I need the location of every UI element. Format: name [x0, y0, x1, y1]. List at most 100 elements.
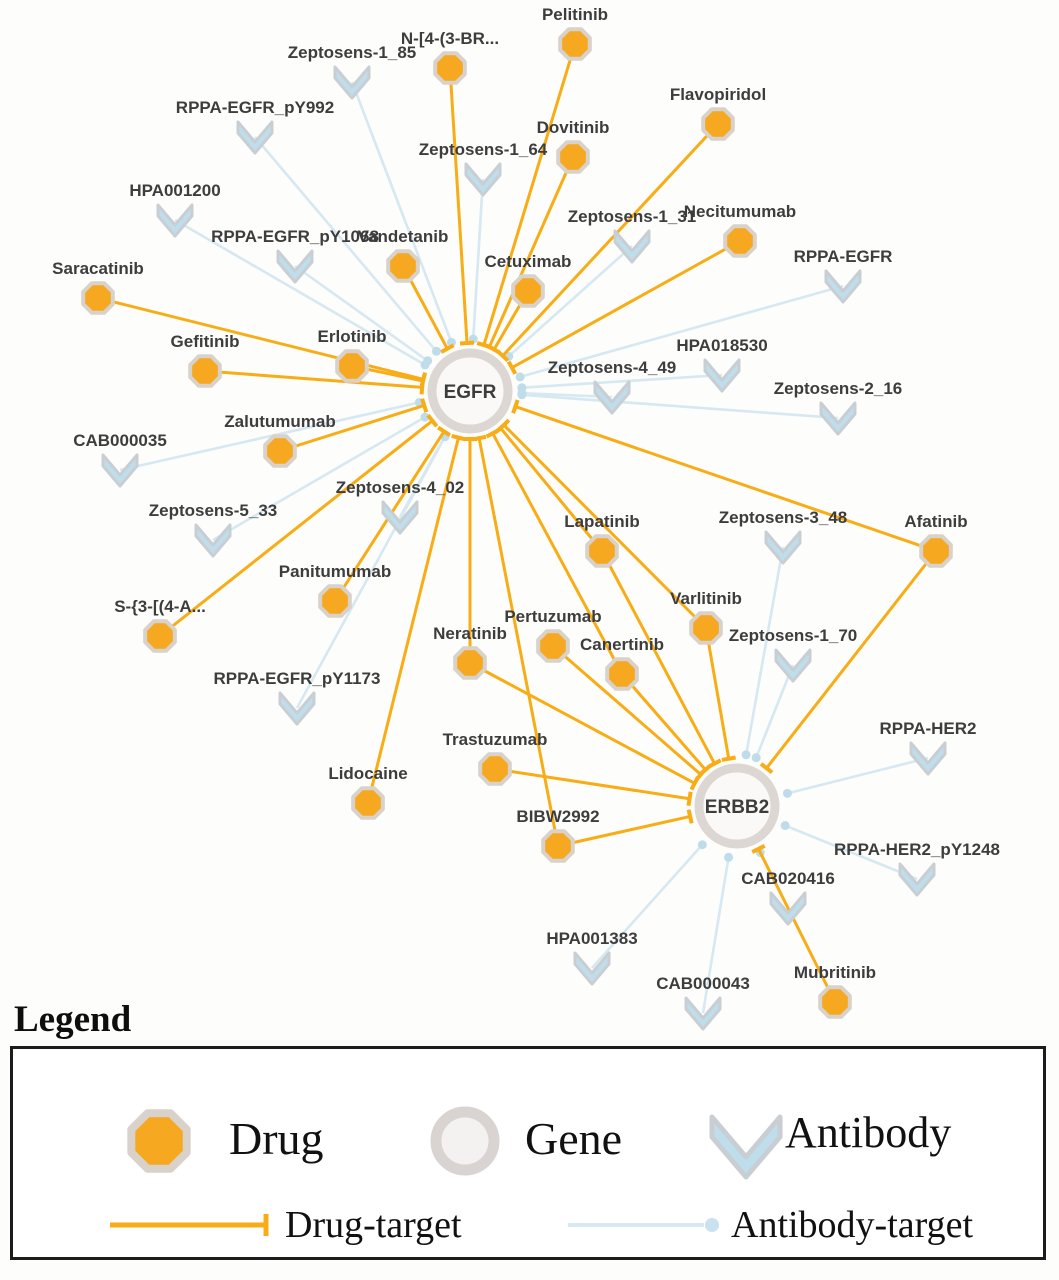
drug-target-line-icon	[110, 1214, 269, 1236]
antibody-target-edge-cab000043	[701, 857, 730, 1014]
drug-node-cetuximab[interactable]	[511, 274, 545, 308]
drug-label-lapatinib: Lapatinib	[564, 512, 640, 531]
antibody-label-zeptosens-4-49: Zeptosens-4_49	[548, 358, 677, 377]
antibody-edge-dot	[423, 356, 433, 366]
drug-node-canertinib[interactable]	[605, 657, 639, 691]
antibody-node-rppa-egfr-py1173[interactable]	[278, 691, 316, 726]
antibody-node-hpa001383[interactable]	[573, 951, 611, 986]
antibody-edge-dot	[780, 821, 790, 831]
antibody-label-rppa-egfr: RPPA-EGFR	[794, 247, 893, 266]
drug-node-flavopiridol[interactable]	[701, 107, 735, 141]
antibody-node-rppa-her2[interactable]	[909, 741, 947, 776]
antibody-label-zeptosens-1-64: Zeptosens-1_64	[419, 140, 548, 159]
drug-edge-tee	[451, 433, 466, 442]
drug-node-gefitinib[interactable]	[188, 354, 222, 388]
antibody-label-cab020416: CAB020416	[741, 869, 835, 888]
drug-edge-tee	[440, 343, 455, 354]
antibody-node-zeptosens-2-16[interactable]	[819, 401, 857, 436]
drug-label-lidocaine: Lidocaine	[328, 764, 407, 783]
antibody-node-zeptosens-4-02[interactable]	[381, 500, 419, 535]
drug-node-vandetanib[interactable]	[386, 249, 420, 283]
antibody-label-cab000035: CAB000035	[73, 431, 167, 450]
drug-node-s-3-4-a[interactable]	[143, 619, 177, 653]
antibody-node-zeptosens-5-33[interactable]	[194, 523, 232, 558]
drug-label-neratinib: Neratinib	[433, 624, 507, 643]
antibody-node-rppa-egfr-py992[interactable]	[236, 120, 274, 155]
drug-edge-tee	[459, 340, 475, 346]
drug-target-edge-lidocaine	[366, 437, 460, 804]
antibody-node-cab000035[interactable]	[101, 453, 139, 488]
antibody-node-rppa-egfr[interactable]	[824, 269, 862, 304]
antibody-node-cab000043[interactable]	[684, 996, 722, 1031]
drug-label-flavopiridol: Flavopiridol	[670, 85, 766, 104]
drug-label-pertuzumab: Pertuzumab	[504, 607, 601, 626]
antibody-node-hpa018530[interactable]	[703, 358, 741, 393]
antibody-target-edge-zeptosens-1-70	[754, 664, 795, 759]
drug-node-panitumumab[interactable]	[318, 584, 352, 618]
antibody-label-zeptosens-1-31: Zeptosens-1_31	[568, 207, 697, 226]
drug-node-n-4-3-br[interactable]	[433, 51, 467, 85]
drug-node-trastuzumab[interactable]	[478, 752, 512, 786]
legend-label-drug-target: Drug-target	[285, 1204, 462, 1246]
legend-label-gene: Gene	[525, 1113, 623, 1164]
drug-target-edge-zalutumumab	[279, 404, 425, 453]
antibody-label-hpa018530: HPA018530	[676, 336, 767, 355]
drug-node-lidocaine[interactable]	[351, 786, 385, 820]
drug-node-dovitinib[interactable]	[556, 140, 590, 174]
antibody-node-zeptosens-1-85[interactable]	[333, 65, 371, 100]
drug-edge-tee	[511, 399, 520, 414]
drug-node-erlotinib[interactable]	[335, 349, 369, 383]
drug-node-zalutumumab[interactable]	[263, 434, 297, 468]
drug-node-saracatinib[interactable]	[81, 281, 115, 315]
antibody-target-edge-rppa-egfr-py1173	[295, 436, 447, 709]
antibody-node-zeptosens-1-31[interactable]	[613, 229, 651, 264]
antibody-node-zeptosens-4-49[interactable]	[593, 380, 631, 415]
antibody-node-hpa001200[interactable]	[156, 203, 194, 238]
antibody-node-zeptosens-3-48[interactable]	[764, 530, 802, 565]
drug-label-s-3-4-a: S-{3-[(4-A...	[114, 597, 206, 616]
antibody-node-cab020416[interactable]	[769, 891, 807, 926]
drug-target-edge-dovitinib	[487, 156, 575, 348]
drug-node-pelitinib[interactable]	[558, 27, 592, 61]
antibody-target-edge-rppa-her2-py1248	[784, 824, 918, 881]
antibody-node-zeptosens-1-64[interactable]	[464, 162, 502, 197]
gene-node-erbb2[interactable]	[694, 763, 780, 849]
antibody-node-rppa-her2-py1248[interactable]	[898, 862, 936, 897]
drug-target-edge-necitumumab	[511, 239, 741, 370]
drug-edge-tee	[471, 434, 487, 442]
drug-edge-tee	[437, 425, 452, 437]
drug-edge-tee	[419, 373, 427, 389]
antibody-edge-dot	[724, 852, 734, 862]
antibody-node-zeptosens-1-70[interactable]	[774, 648, 812, 683]
antibody-label-zeptosens-2-16: Zeptosens-2_16	[774, 379, 903, 398]
drug-label-cetuximab: Cetuximab	[485, 252, 572, 271]
drug-edge-tee	[686, 809, 694, 824]
drug-node-necitumumab[interactable]	[723, 224, 757, 258]
gene-label-egfr: EGFR	[444, 382, 497, 403]
gene-node-egfr[interactable]	[427, 348, 513, 434]
drug-node-afatinib[interactable]	[919, 534, 953, 568]
antibody-target-edge-hpa001383	[591, 843, 704, 969]
drug-target-edge-lapatinib	[499, 427, 604, 552]
antibody-label-zeptosens-1-70: Zeptosens-1_70	[729, 626, 858, 645]
antibody-label-hpa001200: HPA001200	[129, 181, 220, 200]
antibody-edge-dot	[782, 788, 792, 798]
drug-node-pertuzumab[interactable]	[536, 629, 570, 663]
drug-node-lapatinib[interactable]	[585, 534, 619, 568]
drug-target-edge-lapatinib	[600, 550, 716, 765]
drug-target-edge-s-3-4-a	[159, 419, 434, 638]
drug-node-bibw2992[interactable]	[541, 829, 575, 863]
drug-target-edge-varlitinib	[502, 423, 708, 630]
drug-label-dovitinib: Dovitinib	[537, 118, 610, 137]
drug-edge-tee	[694, 767, 707, 782]
drug-target-edge-neratinib	[469, 661, 696, 785]
drug-node-mubritinib[interactable]	[818, 985, 852, 1019]
drug-target-edge-varlitinib	[704, 627, 731, 759]
antibody-target-edge-rppa-egfr-py992	[254, 136, 438, 353]
drug-target-edge-flavopiridol	[501, 122, 720, 357]
drug-node-neratinib[interactable]	[453, 646, 487, 680]
drug-node-varlitinib[interactable]	[689, 611, 723, 645]
antibody-node-rppa-egfr-py1068[interactable]	[276, 249, 314, 284]
antibody-target-edge-rppa-egfr-py1068	[294, 264, 429, 362]
